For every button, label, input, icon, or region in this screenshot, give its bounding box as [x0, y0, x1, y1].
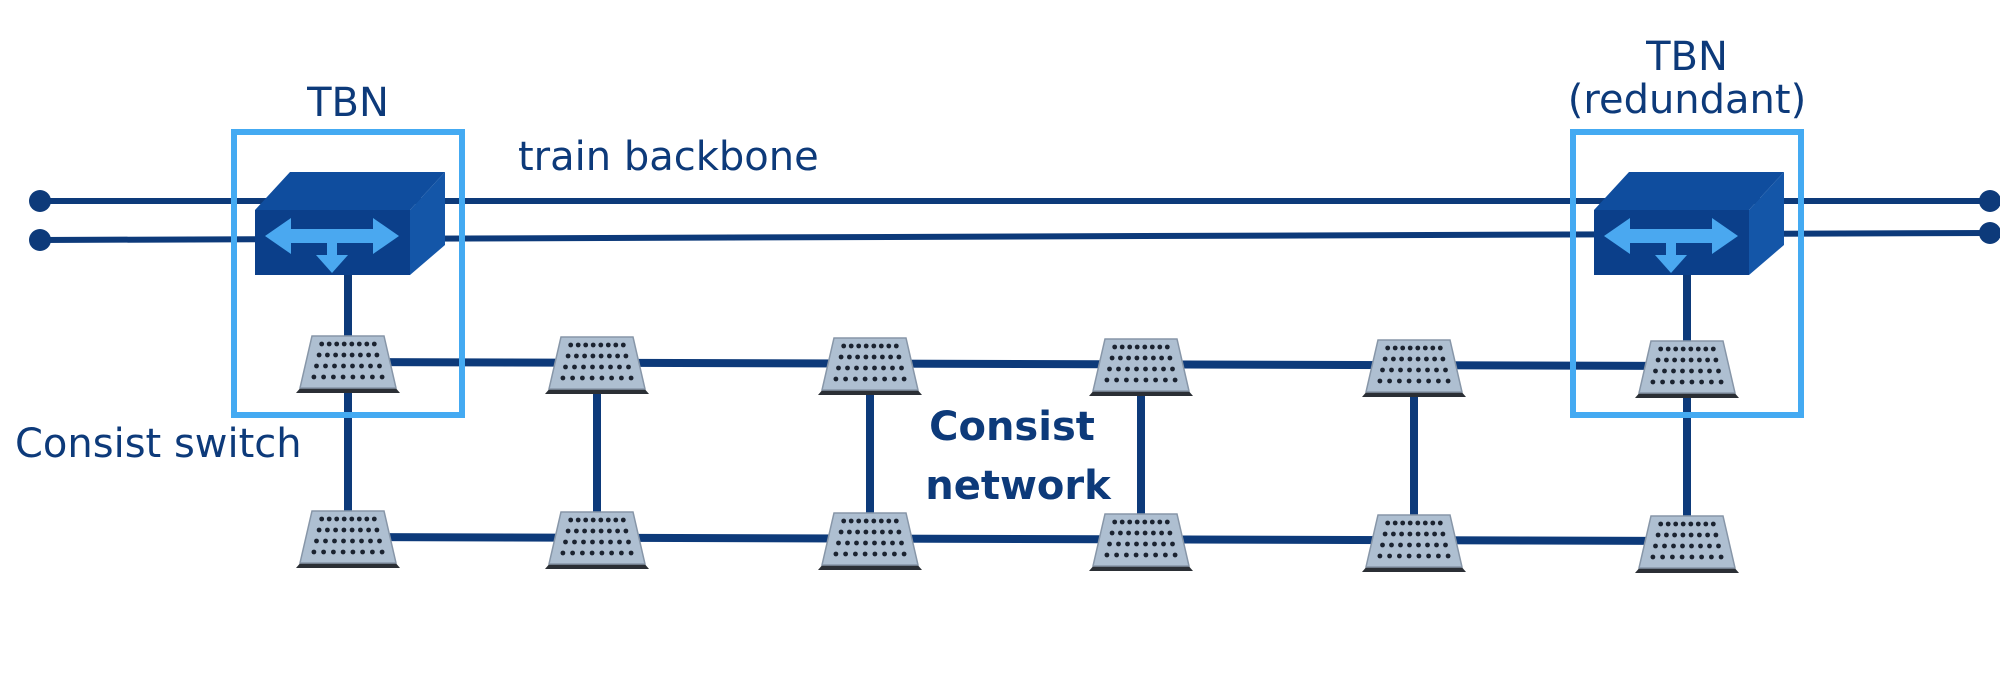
tbn-highlight-box-right — [1570, 129, 1804, 418]
consist-network-label-line1: Consist — [929, 404, 1095, 450]
router-uplinks — [344, 270, 1691, 345]
backbone-endpoint — [29, 229, 51, 251]
consist-switch-label: Consist switch — [15, 421, 302, 467]
consist-switch-icon — [1362, 514, 1466, 572]
consist-switches — [296, 335, 1739, 573]
consist-link-top — [347, 358, 1688, 370]
consist-link-bottom — [347, 533, 1688, 545]
backbone-endpoint — [29, 190, 51, 212]
tbn-router-icon — [1594, 172, 1784, 275]
consist-switch-icon — [1362, 339, 1466, 397]
consist-switch-icon — [818, 337, 922, 395]
consist-switch-icon — [296, 335, 400, 393]
tbn-router-icon — [255, 172, 445, 275]
consist-switch-icon — [296, 510, 400, 568]
tbn-redundant-label-line1: TBN — [1645, 34, 1728, 80]
backbone-endpoint — [1979, 190, 2000, 212]
consist-switch-icon — [545, 511, 649, 569]
consist-switch-icon — [1089, 338, 1193, 396]
consist-switch-icon — [1635, 340, 1739, 398]
consist-switch-icon — [818, 512, 922, 570]
tbn-highlight-box-left — [231, 129, 465, 418]
consist-network-label-line2: network — [925, 463, 1112, 509]
tbn-label: TBN — [306, 80, 389, 126]
consist-switch-icon — [1635, 515, 1739, 573]
consist-switch-icon — [1089, 513, 1193, 571]
tbn-redundant-label-line2: (redundant) — [1568, 77, 1806, 123]
train-backbone-label: train backbone — [518, 134, 819, 180]
backbone-endpoint — [1979, 222, 2000, 244]
consist-switch-icon — [545, 336, 649, 394]
